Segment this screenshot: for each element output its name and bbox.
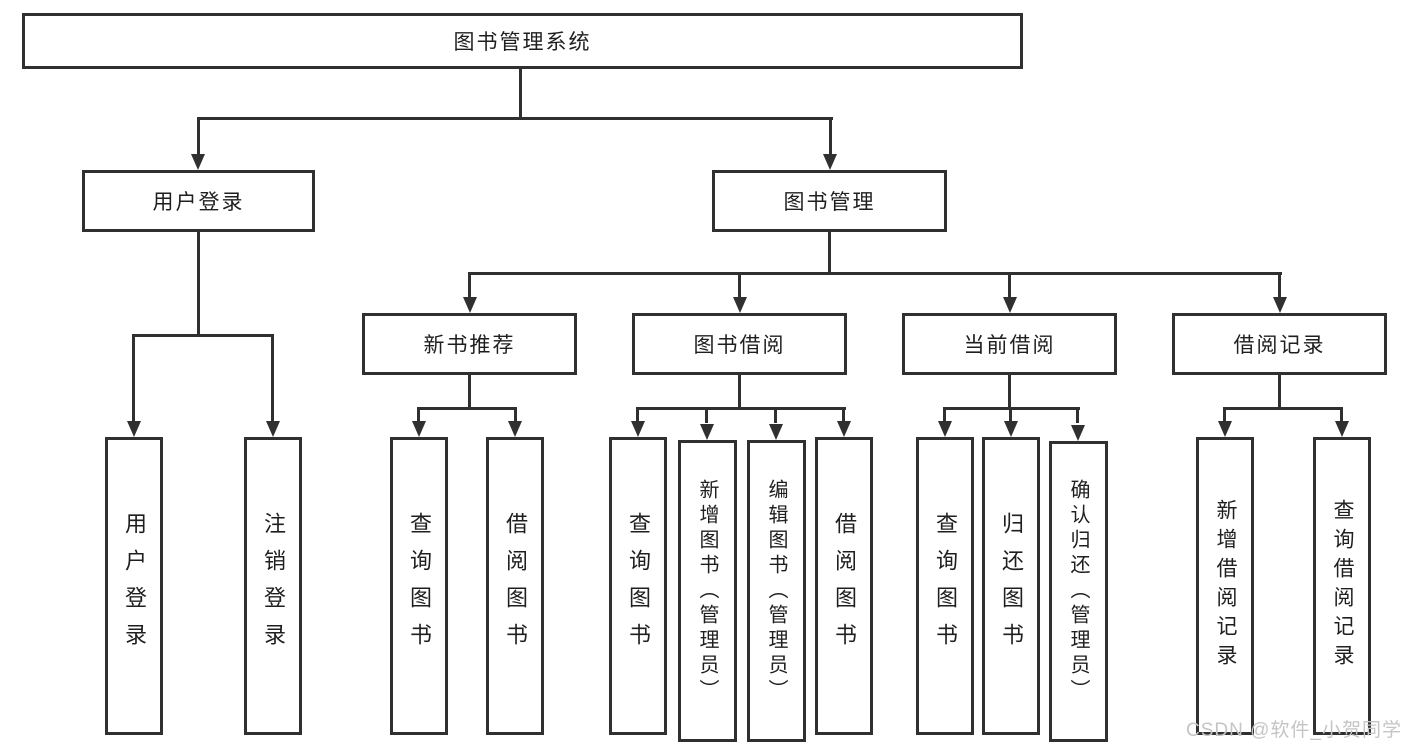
node-leaf-edit-books-admin: 编辑图书（管理员） — [747, 440, 806, 742]
arrow-down-icon — [700, 424, 714, 440]
node-leaf-query-books-3: 查询图书 — [916, 437, 974, 735]
node-current-borrowing: 当前借阅 — [902, 313, 1117, 375]
arrow-down-icon — [1218, 421, 1232, 437]
edge-root-stem — [519, 66, 522, 119]
edge-stem — [1008, 372, 1011, 410]
node-leaf-confirm-return-admin: 确认归还（管理员） — [1049, 441, 1108, 742]
edge-root-rail — [197, 117, 833, 120]
node-label: 编辑图书（管理员） — [765, 478, 787, 704]
arrow-down-icon — [412, 421, 426, 437]
edge-root-drop-left — [197, 117, 200, 157]
arrow-down-icon — [463, 297, 477, 313]
edge-drop — [774, 407, 777, 423]
arrow-down-icon — [266, 421, 280, 437]
arrow-down-icon — [508, 421, 522, 437]
node-leaf-user-login: 用户登录 — [105, 437, 163, 735]
node-label: 用户登录 — [122, 512, 147, 660]
edge-drop — [514, 407, 517, 423]
edge-drop — [705, 407, 708, 423]
edge-drop — [738, 272, 741, 298]
arrow-down-icon — [837, 421, 851, 437]
node-label: 归还图书 — [999, 512, 1024, 660]
edge-book-mgmt-rail — [468, 272, 1282, 275]
edge-drop — [636, 407, 639, 423]
node-label: 用户登录 — [152, 191, 245, 214]
node-label: 查询借阅记录 — [1331, 499, 1354, 673]
edge-user-login-stem — [197, 229, 200, 336]
node-leaf-borrow-books-2: 借阅图书 — [815, 437, 873, 735]
node-label: 图书管理系统 — [453, 31, 592, 54]
node-leaf-logout: 注销登录 — [244, 437, 302, 735]
node-label: 借阅图书 — [832, 512, 857, 660]
node-user-login: 用户登录 — [82, 170, 315, 232]
edge-rail — [636, 407, 846, 410]
edge-drop — [1340, 407, 1343, 423]
node-label: 图书借阅 — [693, 334, 786, 357]
node-label: 图书管理 — [783, 191, 876, 214]
edge-rail — [417, 407, 517, 410]
edge-root-drop-right — [829, 117, 832, 157]
node-label: 借阅记录 — [1233, 334, 1326, 357]
edge-drop — [468, 272, 471, 298]
edge-user-login-rail — [132, 334, 274, 337]
edge-stem — [738, 372, 741, 410]
arrow-down-icon — [823, 154, 837, 170]
node-book-management: 图书管理 — [712, 170, 947, 232]
csdn-watermark: CSDN @软件_小贺同学 — [1186, 720, 1402, 741]
node-label: 新增借阅记录 — [1214, 499, 1237, 673]
node-leaf-query-books-1: 查询图书 — [390, 437, 448, 735]
node-leaf-borrow-books-1: 借阅图书 — [486, 437, 544, 735]
edge-drop — [1223, 407, 1226, 423]
node-label: 借阅图书 — [503, 512, 528, 660]
arrow-down-icon — [769, 424, 783, 440]
node-label: 新增图书（管理员） — [696, 478, 718, 704]
node-label: 注销登录 — [261, 512, 286, 660]
edge-drop — [943, 407, 946, 423]
arrow-down-icon — [1003, 297, 1017, 313]
edge-drop — [1009, 407, 1012, 423]
arrow-down-icon — [631, 421, 645, 437]
node-label: 查询图书 — [626, 512, 651, 660]
edge-rail — [1223, 407, 1343, 410]
edge-drop — [842, 407, 845, 423]
node-book-borrowing: 图书借阅 — [632, 313, 847, 375]
arrow-down-icon — [733, 297, 747, 313]
node-label: 新书推荐 — [423, 334, 516, 357]
node-library-management-system: 图书管理系统 — [22, 13, 1023, 69]
node-leaf-add-books-admin: 新增图书（管理员） — [678, 440, 737, 742]
arrow-down-icon — [1004, 421, 1018, 437]
arrow-down-icon — [938, 421, 952, 437]
node-label: 确认归还（管理员） — [1067, 479, 1089, 704]
node-leaf-query-books-2: 查询图书 — [609, 437, 667, 735]
arrow-down-icon — [127, 421, 141, 437]
edge-book-mgmt-stem — [828, 229, 831, 275]
arrow-down-icon — [191, 154, 205, 170]
edge-drop — [132, 334, 135, 423]
edge-stem — [1278, 372, 1281, 410]
arrow-down-icon — [1335, 421, 1349, 437]
node-leaf-return-books: 归还图书 — [982, 437, 1040, 735]
edge-stem — [468, 372, 471, 410]
edge-drop — [417, 407, 420, 423]
edge-drop — [1278, 272, 1281, 298]
node-label: 当前借阅 — [963, 334, 1056, 357]
edge-drop — [1008, 272, 1011, 298]
edge-drop — [271, 334, 274, 423]
node-leaf-query-borrow-record: 查询借阅记录 — [1313, 437, 1371, 735]
node-leaf-add-borrow-record: 新增借阅记录 — [1196, 437, 1254, 735]
arrow-down-icon — [1273, 297, 1287, 313]
node-label: 查询图书 — [407, 512, 432, 660]
edge-drop — [1076, 407, 1079, 423]
node-label: 查询图书 — [933, 512, 958, 660]
node-new-book-recommend: 新书推荐 — [362, 313, 577, 375]
node-borrowing-records: 借阅记录 — [1172, 313, 1387, 375]
arrow-down-icon — [1071, 425, 1085, 441]
